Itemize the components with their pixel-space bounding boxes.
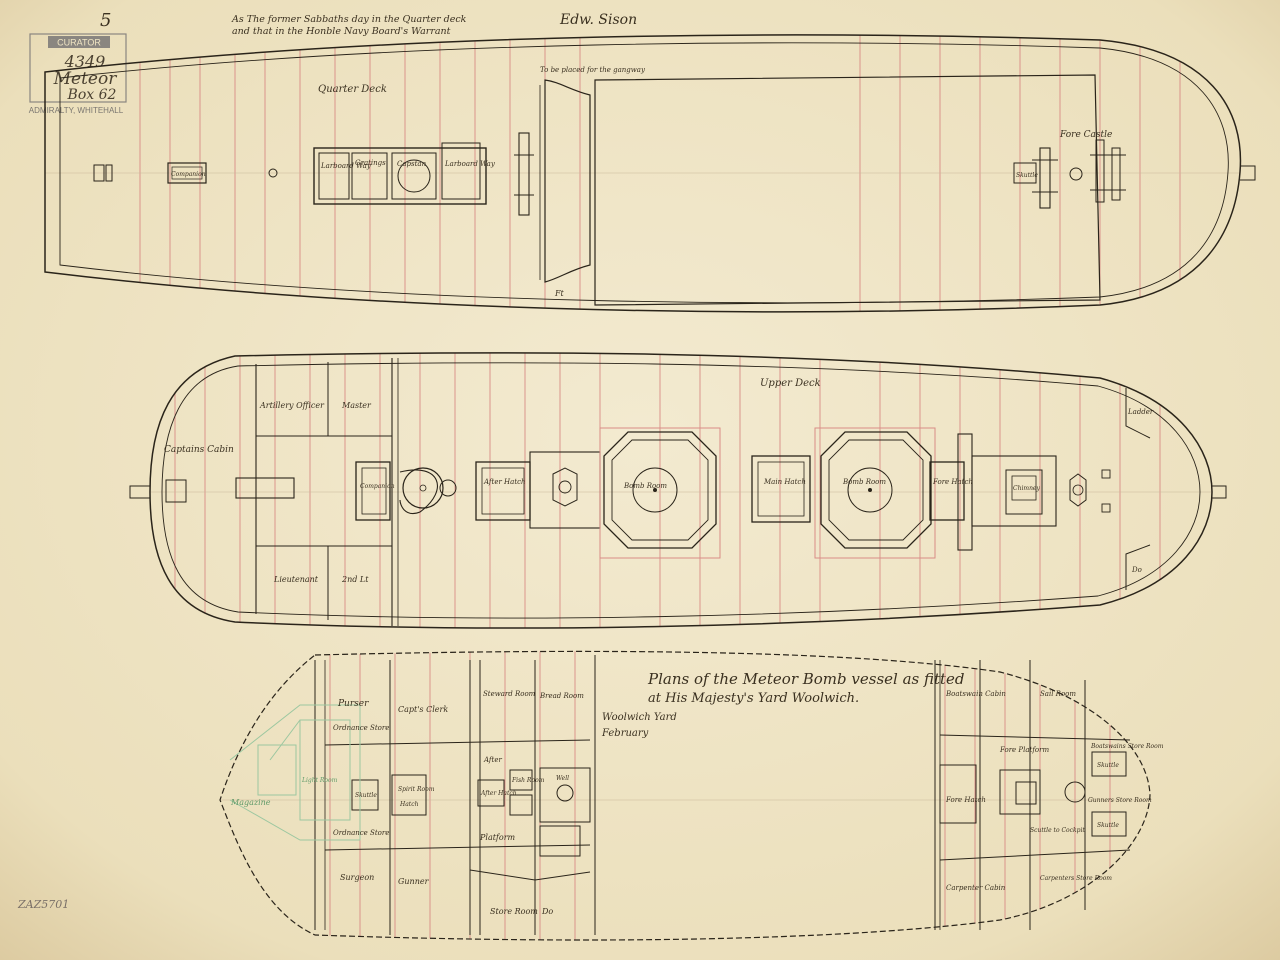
- ud-fore-hatch: Fore Hatch: [932, 478, 973, 486]
- qd-ft: Ft: [554, 289, 565, 298]
- upper-deck-plan: Upper Deck Captains Cabin Artillery Offi…: [129, 352, 1227, 629]
- quarter-deck-plan: Quarter Deck Companion Larboard Way Grat…: [44, 34, 1256, 313]
- ud-ladder: Ladder: [1127, 408, 1154, 416]
- pl-do: Do: [541, 907, 553, 916]
- signature: Edw. Sison: [559, 12, 637, 28]
- ud-master: Master: [341, 401, 372, 410]
- yard-line1: Woolwich Yard: [602, 712, 677, 723]
- qd-skuttle: Skuttle: [1016, 172, 1038, 179]
- pl-ordnance-store-1: Ordnance Store: [333, 724, 389, 732]
- pl-after-hatch: After Hatch: [480, 790, 517, 797]
- pl-skuttle-2: Skuttle: [1097, 762, 1119, 769]
- top-note-line1: As The former Sabbaths day in the Quarte…: [231, 14, 467, 25]
- stamp-footer: ADMIRALTY, WHITEHALL: [29, 106, 124, 115]
- stamp-ship: Meteor: [53, 69, 118, 89]
- magazine-pencil: [229, 704, 361, 841]
- pl-sail-room: Sail Room: [1040, 690, 1076, 698]
- qd-capstan: Capstan: [397, 160, 427, 168]
- ud-bomb-room-2: Bomb Room: [842, 478, 886, 486]
- pl-fore-platform: Fore Platform: [999, 746, 1049, 754]
- ud-main-hatch: Main Hatch: [763, 478, 806, 486]
- pl-skuttle-3: Skuttle: [1097, 822, 1119, 829]
- pl-carpenters-store: Carpenters Store Room: [1040, 875, 1112, 882]
- qd-note-top: To be placed for the gangway: [540, 66, 646, 74]
- ud-artillery-officer: Artillery Officer: [259, 401, 325, 410]
- pl-scuttle-cockpit: Scuttle to Cockpit: [1030, 827, 1085, 834]
- yard-line2: February: [601, 728, 649, 739]
- pl-boatswain-cabin: Boatswain Cabin: [945, 690, 1006, 698]
- ud-after-hatch: After Hatch: [483, 478, 526, 486]
- pl-gunners-store: Gunners Store Room: [1088, 797, 1152, 804]
- pl-capts-clerk: Capt's Clerk: [398, 705, 448, 714]
- stamp-box: Box 62: [67, 87, 117, 103]
- pl-magazine: Magazine: [230, 798, 271, 807]
- pl-fish-room: Fish Room: [511, 777, 545, 784]
- pl-hatch: Hatch: [399, 801, 419, 808]
- plan-title-line2: at His Majesty's Yard Woolwich.: [648, 691, 859, 706]
- pl-steward-room: Steward Room: [483, 690, 536, 698]
- qd-title: Quarter Deck: [318, 84, 387, 95]
- ud-lieutenant: Lieutenant: [273, 575, 319, 584]
- pl-surgeon: Surgeon: [340, 873, 374, 882]
- five-mark: 5: [100, 10, 111, 31]
- plan-title-line1: Plans of the Meteor Bomb vessel as fitte…: [647, 670, 965, 688]
- stamp-header: CURATOR: [57, 38, 101, 48]
- ud-title: Upper Deck: [760, 378, 821, 389]
- pl-purser: Purser: [337, 699, 369, 709]
- pl-light-room: Light Room: [301, 777, 338, 784]
- pl-spirit-room: Spirit Room: [398, 786, 435, 793]
- platforms-plan: Purser Ordnance Store Capt's Clerk Stewa…: [219, 650, 1164, 941]
- pl-gunner: Gunner: [398, 877, 430, 886]
- ud-companion: Companion: [360, 483, 395, 490]
- ud-do: Do: [1131, 566, 1142, 574]
- pl-skuttle: Skuttle: [355, 792, 377, 799]
- pl-bread-room: Bread Room: [539, 692, 584, 700]
- qd-larboard-way-2: Larboard Way: [444, 160, 496, 168]
- ud-chimney: Chimney: [1013, 485, 1040, 492]
- top-note: As The former Sabbaths day in the Quarte…: [231, 12, 637, 37]
- top-note-line2: and that in the Honble Navy Board's Warr…: [232, 26, 451, 37]
- pl-store-room: Store Room: [490, 907, 538, 916]
- catalogue-number: ZAZ5701: [17, 898, 69, 911]
- qd-fore-castle: Fore Castle: [1059, 130, 1112, 140]
- curator-stamp: CURATOR 4349 Meteor Box 62 ADMIRALTY, WH…: [29, 33, 127, 115]
- ud-bomb-room-1: Bomb Room: [623, 482, 667, 490]
- title-block: Plans of the Meteor Bomb vessel as fitte…: [601, 670, 965, 739]
- ud-second-lieutenant: 2nd Lt: [341, 575, 369, 584]
- pl-platform: Platform: [479, 833, 516, 842]
- qd-larboard-way: Larboard Way: [320, 162, 372, 170]
- pl-carpenter-cabin: Carpenter Cabin: [946, 884, 1006, 892]
- pl-fore-hatch: Fore Hatch: [945, 796, 986, 804]
- pl-ordnance-store-2: Ordnance Store: [333, 829, 389, 837]
- pl-after: After: [483, 756, 502, 764]
- pl-well: Well: [556, 775, 569, 782]
- qd-gratings: Gratings: [355, 159, 386, 167]
- qd-companion: Companion: [171, 171, 206, 178]
- ud-captains-cabin: Captains Cabin: [164, 445, 234, 455]
- pl-boatswains-store: Boatswains Store Room: [1090, 743, 1164, 750]
